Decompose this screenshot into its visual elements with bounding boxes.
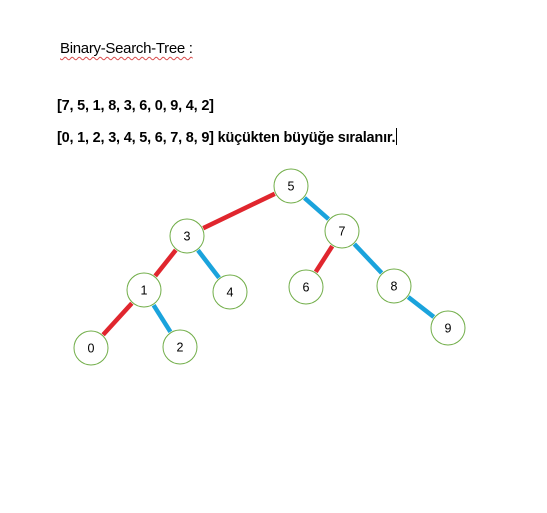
tree-node-3: 3 bbox=[169, 218, 205, 254]
node-label: 4 bbox=[227, 286, 234, 300]
node-label: 0 bbox=[88, 342, 95, 356]
tree-edges bbox=[101, 191, 436, 337]
edge-7-8 bbox=[352, 242, 384, 275]
node-label: 5 bbox=[288, 180, 295, 194]
input-array-text: [7, 5, 1, 8, 3, 6, 0, 9, 4, 2] bbox=[57, 98, 214, 114]
node-circle bbox=[212, 274, 248, 310]
node-label: 1 bbox=[141, 284, 148, 298]
sorted-array-text: [0, 1, 2, 3, 4, 5, 6, 7, 8, 9] küçükten … bbox=[57, 130, 396, 146]
node-label: 8 bbox=[391, 280, 398, 294]
node-label: 9 bbox=[445, 322, 452, 336]
node-label: 3 bbox=[184, 230, 191, 244]
edge-8-9 bbox=[406, 295, 436, 319]
edge-5-3 bbox=[202, 191, 276, 231]
node-circle bbox=[324, 213, 360, 249]
tree-node-4: 4 bbox=[212, 274, 248, 310]
node-label: 6 bbox=[303, 281, 310, 295]
tree-node-7: 7 bbox=[324, 213, 360, 249]
node-circle bbox=[162, 329, 198, 365]
tree-node-8: 8 bbox=[376, 268, 412, 304]
edge-3-1 bbox=[153, 248, 178, 278]
edge-5-7 bbox=[303, 196, 330, 221]
node-circle bbox=[273, 168, 309, 204]
edge-7-6 bbox=[313, 244, 335, 274]
sorted-array-line: [0, 1, 2, 3, 4, 5, 6, 7, 8, 9] küçükten … bbox=[57, 128, 398, 146]
tree-node-0: 0 bbox=[73, 330, 109, 366]
node-circle bbox=[376, 268, 412, 304]
node-label: 7 bbox=[339, 225, 346, 239]
text-cursor bbox=[396, 128, 398, 145]
node-circle bbox=[126, 272, 162, 308]
tree-node-1: 1 bbox=[126, 272, 162, 308]
tree-node-9: 9 bbox=[430, 310, 466, 346]
tree-node-5: 5 bbox=[273, 168, 309, 204]
tree-nodes: 5 3 7 1 4 6 8 0 2 9 bbox=[73, 168, 466, 366]
node-circle bbox=[288, 269, 324, 305]
node-circle bbox=[169, 218, 205, 254]
edge-1-2 bbox=[151, 304, 173, 333]
tree-node-2: 2 bbox=[162, 329, 198, 365]
tree-node-6: 6 bbox=[288, 269, 324, 305]
edge-1-0 bbox=[101, 301, 134, 337]
page-title: Binary-Search-Tree : bbox=[60, 40, 193, 57]
edge-3-4 bbox=[196, 248, 221, 280]
node-label: 2 bbox=[177, 341, 184, 355]
node-circle bbox=[430, 310, 466, 346]
node-circle bbox=[73, 330, 109, 366]
